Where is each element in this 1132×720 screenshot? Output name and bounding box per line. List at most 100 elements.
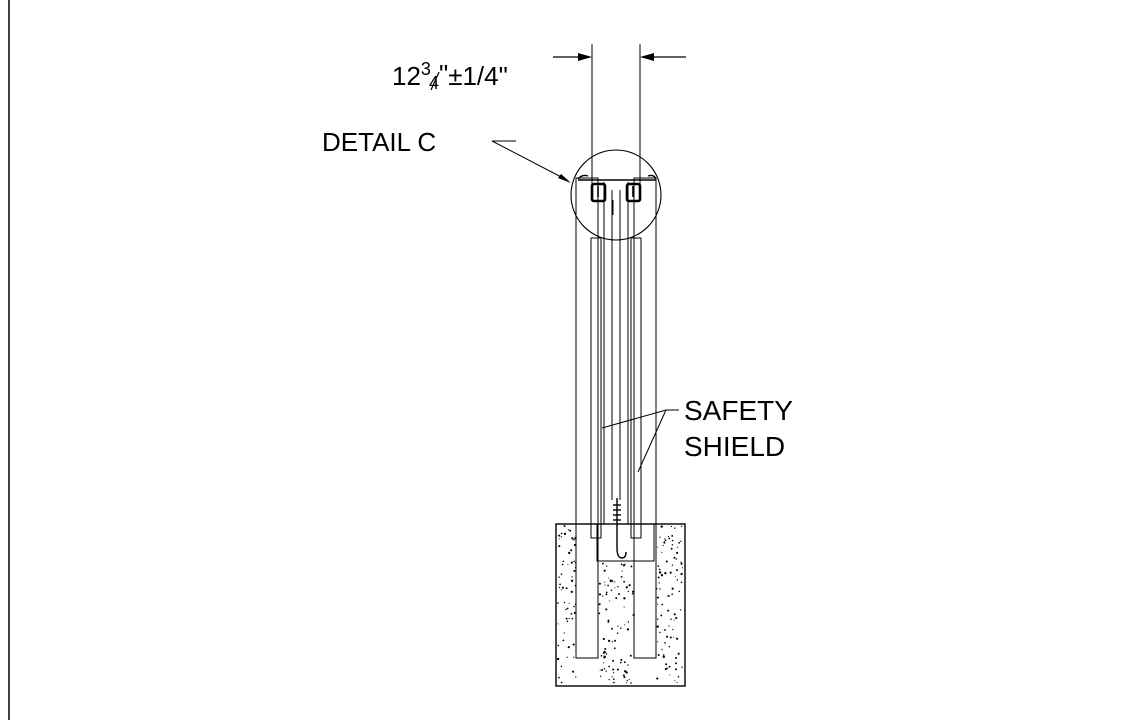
stipple-dot [664,642,666,644]
stipple-dot [602,637,605,641]
stipple-dot [669,674,671,676]
stipple-dot [671,587,674,590]
right-post [630,177,657,659]
stipple-dot [659,536,661,538]
stipple-dot [670,547,673,550]
stipple-dot [665,560,668,563]
stipple-dot [557,623,559,625]
stipple-dot [680,540,682,542]
stipple-dot [602,562,604,565]
stipple-dot [599,669,601,671]
stipple-dot [613,647,616,650]
stipple-dot [602,651,605,654]
stipple-dot [656,618,659,620]
stipple-dot [556,657,560,661]
stipple-dot [620,563,623,566]
stipple-dot [607,584,609,587]
stipple-dot [572,643,575,646]
stipple-dot [628,584,631,587]
stipple-dot [598,593,602,596]
stipple-dot [560,681,563,684]
stipple-dot [566,656,568,658]
stipple-dot [629,654,632,657]
stipple-dot [570,549,573,552]
stipple-dot [680,581,683,584]
dimension-whole: 12 [392,61,421,91]
stipple-dot [620,627,622,629]
stipple-dot [658,571,662,574]
stipple-dot [627,590,630,593]
stipple-dot [664,572,667,575]
stipple-dot [572,670,575,673]
stipple-dot [677,652,680,655]
stipple-dot [681,666,683,668]
stipple-dot [676,569,678,572]
width-dimension: 1234"±1/4" [392,44,686,190]
stipple-dot [676,682,678,684]
stipple-dot [657,603,659,605]
stipple-dot [604,648,607,650]
stipple-dot [567,529,570,531]
dimension-inch-mark: " [439,59,448,89]
stipple-dot [563,532,567,536]
stipple-dot [671,534,674,537]
stipple-dot [611,676,613,678]
stipple-dot [674,576,676,578]
stipple-dot [599,603,601,605]
stipple-dot [664,538,666,540]
shield-leader-line-2 [637,409,667,473]
stipple-dot [670,525,673,528]
stipple-dot [561,563,564,566]
stipple-dot [573,543,577,547]
stipple-dot [657,565,660,567]
stipple-dot [623,676,626,679]
stipple-dot [605,591,608,594]
stipple-dot [612,678,615,681]
stipple-dot [616,668,619,671]
stipple-dot [607,621,610,623]
stipple-dot [602,595,604,597]
stipple-dot [658,582,660,584]
stipple-dot [608,600,610,602]
stipple-dot [680,572,683,576]
stipple-dot [659,588,661,590]
stipple-dot [601,668,604,671]
stipple-dot [566,620,569,623]
stipple-dot [570,561,573,564]
stipple-dot [668,665,671,668]
stipple-dot [617,585,619,588]
stipple-dot [621,570,623,572]
stipple-dot [671,544,674,546]
stipple-dot [557,644,560,647]
stipple-dot [568,551,571,555]
dimension-text: 1234"±1/4" [392,59,508,93]
stipple-dot [557,602,559,604]
detail-c-callout: DETAIL C [322,127,662,241]
dimension-arrow-right-icon [578,53,592,61]
stipple-dot [624,670,627,673]
stipple-dot [657,641,659,643]
stipple-dot [606,565,608,567]
stipple-dot [660,614,663,617]
stipple-dot [618,593,621,596]
stipple-dot [674,680,676,682]
stipple-dot [573,605,575,608]
stipple-dot [624,624,626,626]
stipple-dot [573,569,576,572]
stipple-dot [611,640,614,643]
stipple-dot [656,588,658,590]
left-post [575,177,602,659]
stipple-dot [662,655,665,659]
shield-label-line2: SHIELD [684,431,785,462]
stipple-dot [663,541,666,544]
stipple-dot [563,601,566,604]
stipple-dot [611,627,613,630]
stipple-dot [669,636,672,639]
stipple-dot [662,544,664,547]
stipple-dot [671,593,674,596]
stipple-dot [669,571,672,574]
stipple-dot [623,597,626,600]
stipple-dot [558,538,561,540]
stipple-dot [610,589,613,592]
stipple-dot [626,680,628,682]
